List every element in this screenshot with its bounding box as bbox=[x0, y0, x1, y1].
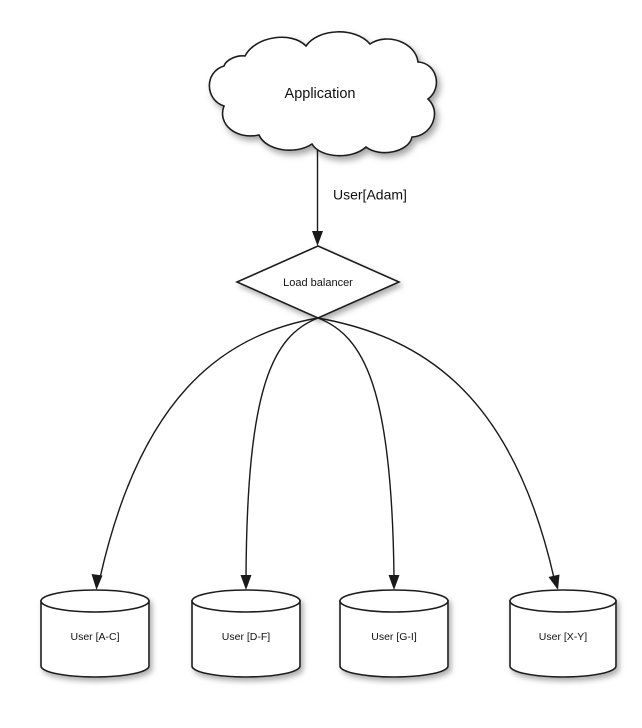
load-balancer-label: Load balancer bbox=[283, 277, 353, 289]
node-database-2[interactable]: User [D-F] bbox=[191, 589, 301, 678]
node-database-3[interactable]: User [G-I] bbox=[339, 589, 449, 678]
edge-curve bbox=[99, 317, 319, 579]
database-3-label: User [G-I] bbox=[371, 631, 417, 643]
edge-lb-to-db-2 bbox=[240, 317, 319, 590]
database-2-label: User [D-F] bbox=[222, 631, 270, 643]
database-4-label: User [X-Y] bbox=[539, 631, 588, 643]
database-top-ellipse bbox=[509, 589, 617, 613]
database-icon bbox=[509, 600, 617, 678]
node-load-balancer[interactable]: Load balancer bbox=[235, 245, 401, 319]
arrow-head-icon bbox=[388, 575, 400, 590]
edge-curve bbox=[317, 317, 555, 579]
edge-curve bbox=[317, 317, 395, 579]
database-icon bbox=[40, 600, 150, 678]
database-1-label: User [A-C] bbox=[70, 631, 119, 643]
node-database-1[interactable]: User [A-C] bbox=[40, 589, 150, 678]
node-application[interactable]: Application bbox=[208, 31, 438, 157]
database-icon bbox=[191, 600, 301, 678]
database-top-ellipse bbox=[40, 589, 150, 613]
cloud-icon bbox=[208, 31, 438, 157]
arrow-head-icon bbox=[548, 574, 560, 590]
application-label: Application bbox=[285, 86, 356, 102]
edge-lb-to-db-1 bbox=[91, 317, 319, 590]
arrow-head-icon bbox=[240, 575, 252, 590]
database-icon bbox=[339, 600, 449, 678]
edge-application-to-load-balancer: User[Adam] bbox=[312, 150, 407, 246]
edge-lb-to-db-4 bbox=[317, 317, 560, 590]
edge-label-user-adam: User[Adam] bbox=[333, 187, 407, 203]
arrow-head-icon bbox=[312, 231, 323, 246]
node-database-4[interactable]: User [X-Y] bbox=[509, 589, 617, 678]
database-top-ellipse bbox=[191, 589, 301, 613]
arrow-head-icon bbox=[91, 574, 103, 590]
database-top-ellipse bbox=[339, 589, 449, 613]
edge-lb-to-db-3 bbox=[317, 317, 400, 590]
edge-curve bbox=[245, 317, 319, 579]
